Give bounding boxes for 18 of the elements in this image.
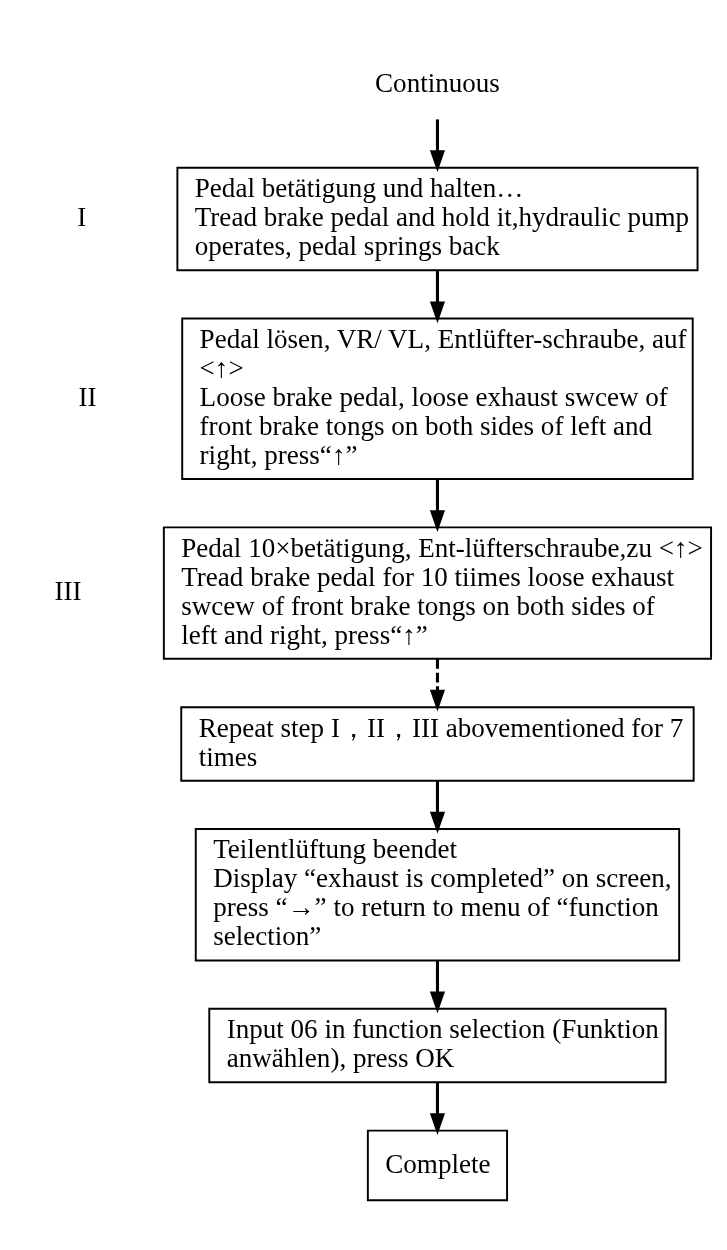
node-label: I: [77, 202, 87, 233]
arrow: [429, 659, 446, 712]
node-box: Pedal lösen, VR/ VL, Entlüfter-schraube, auf <↑> Loose brake pedal, loose exhaust swcew of front brake tongs on both sides of left and right, press“↑”: [181, 317, 694, 480]
node-label: III: [54, 576, 82, 607]
node-box: Teilentlüftung beendet Display “exhaust is completed” on screen, press “→” to return to menu of “function selection”: [194, 828, 681, 962]
node-box: Input 06 in function selection (Funktion anwählen), press OK: [208, 1007, 667, 1084]
arrow: [429, 960, 446, 1014]
arrow: [429, 119, 446, 172]
node-box: Pedal 10×betätigung, Ent-lüfterschraube,zu <↑> Tread brake pedal for 10 tiimes loose exhaust swcew of front brake tongs on both sides of left and right, press“↑”: [162, 526, 713, 660]
node-box: Complete: [366, 1129, 509, 1202]
node-text: Continuous: [375, 67, 500, 98]
arrow: [429, 780, 446, 834]
node-box: Repeat step I，II，III abovementioned for 7 times: [180, 706, 695, 782]
node-label: II: [78, 381, 97, 412]
node-box: Pedal betätigung und halten… Tread brake pedal and hold it,hydraulic pump operates, pedal springs back: [176, 166, 699, 272]
arrow: [429, 1082, 446, 1135]
arrow: [429, 270, 446, 324]
arrow: [429, 479, 446, 532]
